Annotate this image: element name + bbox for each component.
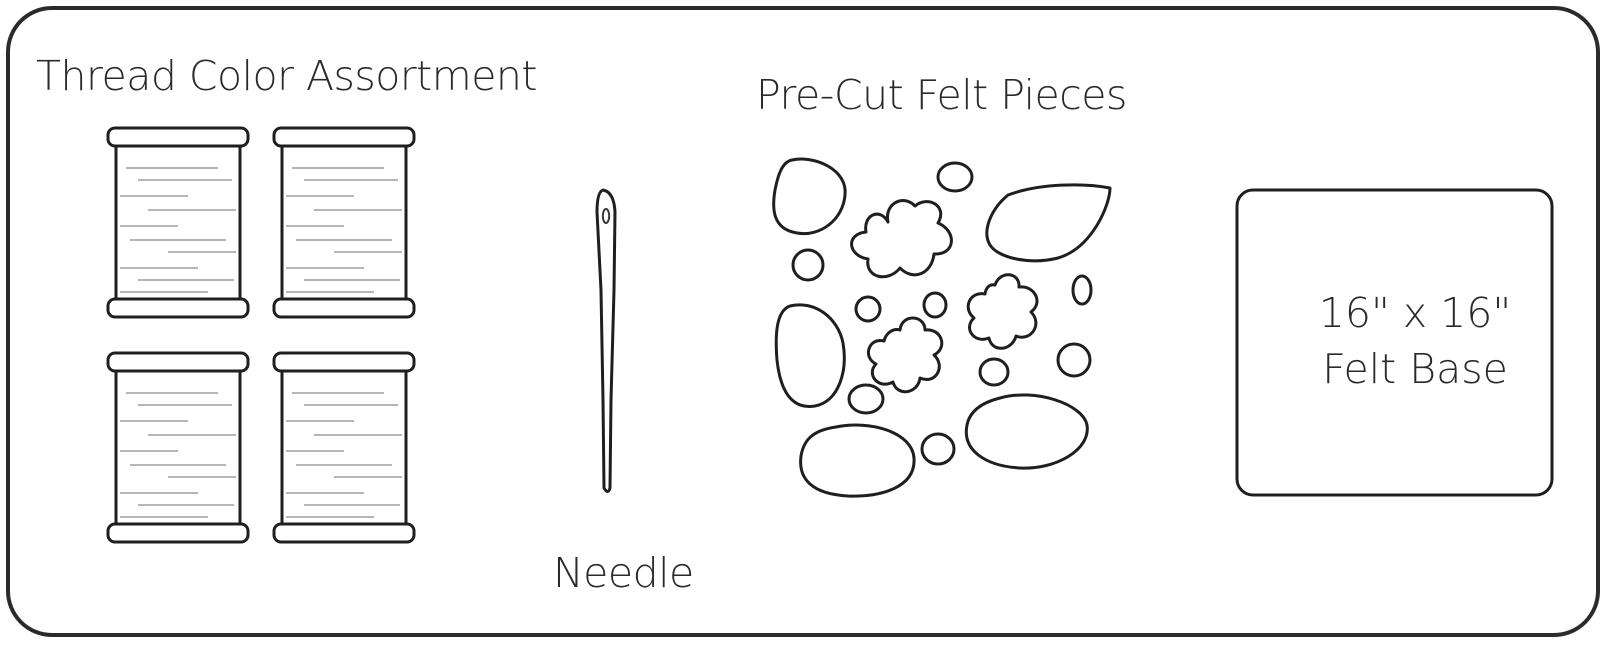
felt-piece-flower <box>968 275 1037 349</box>
felt-base-name-label: Felt Base <box>1280 345 1550 393</box>
felt-piece-dot <box>856 297 880 321</box>
felt-piece-oval <box>966 395 1087 468</box>
felt-piece-dot <box>849 385 883 413</box>
thread-spool-icon <box>108 353 248 542</box>
felt-base-square <box>1237 190 1552 495</box>
thread-spool-icon <box>274 353 414 542</box>
thread-spools <box>108 128 414 542</box>
thread-spool-icon <box>108 128 248 317</box>
felt-piece-dot <box>1073 276 1091 304</box>
felt-piece-oval <box>801 425 914 496</box>
felt-piece-leaf <box>987 185 1110 261</box>
felt-base-size-label: 16" x 16" <box>1280 289 1550 337</box>
felt-piece-dot <box>980 359 1008 385</box>
felt-piece-dot <box>924 293 946 317</box>
felt-piece-dot <box>793 250 823 280</box>
felt-piece-flower <box>868 318 941 392</box>
felt-pieces-cluster <box>774 159 1110 496</box>
felt-piece-dot <box>922 434 954 464</box>
thread-spool-icon <box>274 128 414 317</box>
needle-icon <box>597 190 615 492</box>
felt-piece-oval <box>776 305 844 407</box>
felt-piece-flower <box>852 201 952 277</box>
felt-piece-dot <box>1058 344 1090 376</box>
felt-piece-dot <box>938 163 972 191</box>
felt-piece-oval <box>774 159 846 234</box>
